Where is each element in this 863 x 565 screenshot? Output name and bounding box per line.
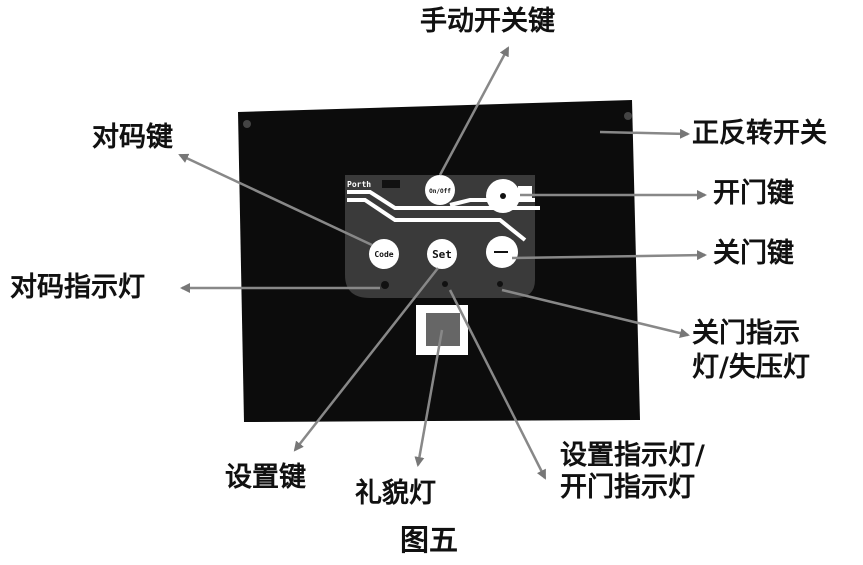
label-code-key: 对码键 — [92, 122, 173, 153]
close-door-button[interactable] — [486, 236, 518, 268]
label-set-key: 设置键 — [225, 462, 306, 493]
svg-text:Code: Code — [374, 250, 393, 259]
label-manual-switch: 手动开关键 — [420, 6, 555, 37]
set-button[interactable]: Set — [427, 239, 457, 269]
close-indicator-led — [497, 281, 503, 287]
label-close-key: 关门键 — [713, 238, 794, 269]
label-code-indicator: 对码指示灯 — [10, 272, 145, 303]
label-set-indicator-2: 开门指示灯 — [560, 472, 695, 503]
on-off-button[interactable]: On/Off — [425, 175, 455, 205]
code-button[interactable]: Code — [369, 239, 399, 269]
label-direction-switch: 正反转开关 — [692, 118, 827, 149]
leader-lines — [178, 46, 707, 480]
figure-caption: 图五 — [400, 523, 459, 557]
svg-text:On/Off: On/Off — [429, 188, 451, 195]
svg-text:Set: Set — [432, 248, 452, 261]
brand-window — [382, 180, 400, 188]
brand-text: Porth — [347, 180, 371, 189]
label-close-indicator-1: 关门指示 — [692, 318, 800, 349]
code-indicator-led — [381, 281, 389, 289]
label-open-key: 开门键 — [713, 178, 794, 209]
set-indicator-led — [442, 281, 448, 287]
label-set-indicator-1: 设置指示灯/ — [560, 440, 705, 471]
label-close-indicator-2: 灯/失压灯 — [692, 352, 810, 383]
label-courtesy-light: 礼貌灯 — [355, 478, 436, 509]
open-door-button[interactable] — [486, 179, 532, 213]
